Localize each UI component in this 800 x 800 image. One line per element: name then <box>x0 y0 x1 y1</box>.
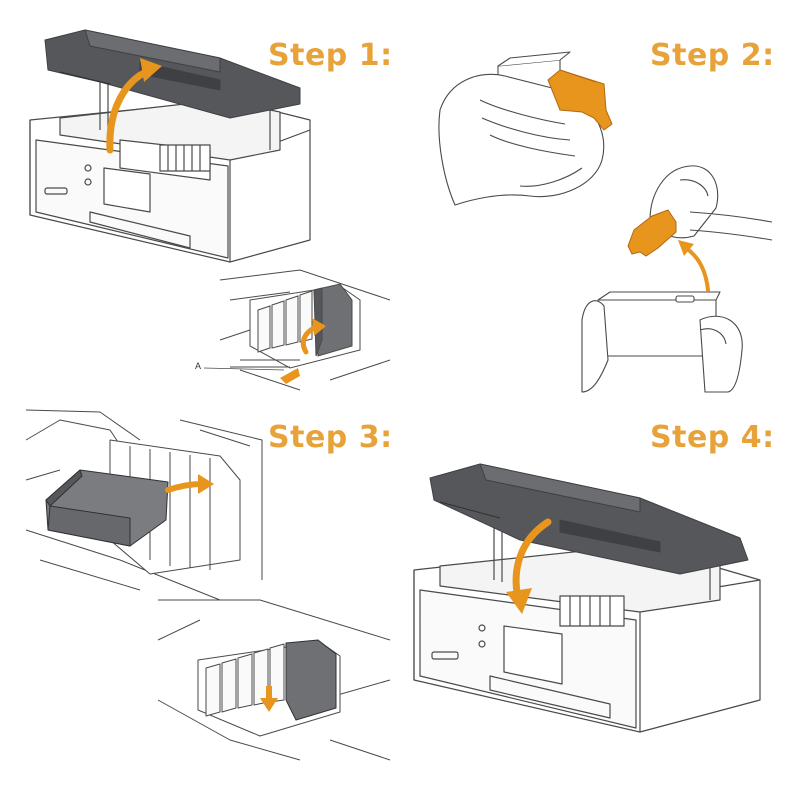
step-2-label: Step 2: <box>650 38 775 73</box>
step-4-printer-lid <box>429 463 749 575</box>
push-down-arrow-icon <box>266 686 272 700</box>
step-3-seated-cartridge <box>285 639 337 721</box>
step-4-label: Step 4: <box>650 420 775 455</box>
tab-a-marker <box>280 368 300 384</box>
open-lid-arrow-icon <box>106 66 154 154</box>
step-1-printer-lid <box>44 29 301 119</box>
step-1-label: Step 1: <box>268 38 393 73</box>
peel-arrow-icon <box>684 246 710 292</box>
step-3-label: Step 3: <box>268 420 393 455</box>
step-3-cartridge <box>45 469 169 547</box>
callout-a-label: A <box>195 361 202 371</box>
close-lid-arrow-icon <box>512 518 552 602</box>
step-2-orange-cap-peeled <box>627 209 677 257</box>
